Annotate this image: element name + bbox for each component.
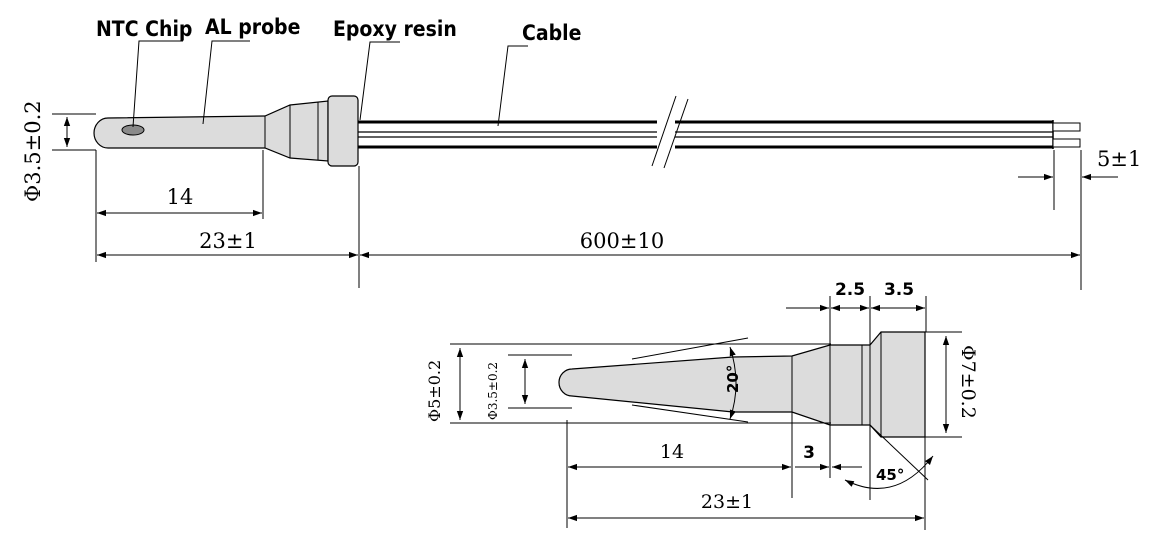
flange-diameter-dim: Φ7±0.2: [957, 345, 979, 419]
outer-diameter-dim: Φ5±0.2: [425, 360, 444, 422]
epoxy-resin-block: [327, 95, 359, 167]
length-23-dim: 23±1: [199, 229, 257, 253]
detail-length-14-dim: 14: [660, 441, 684, 463]
top-view: NTC Chip AL probe Epoxy resin Cable Φ3.5…: [21, 15, 1141, 290]
detail-probe-body: [558, 331, 926, 438]
length-14-dim: 14: [167, 185, 194, 209]
dim-3-5: 3.5: [884, 280, 914, 300]
dim-3: 3: [803, 443, 815, 463]
strip-length-dim: 5±1: [1097, 147, 1141, 171]
probe-diameter-dim: Φ3.5±0.2: [21, 100, 45, 202]
cable: [358, 95, 1081, 169]
detail-view: 20° Φ5±0.2 Φ3.5±0.2 Φ7±0.2 2.5 3.5 14: [425, 280, 979, 530]
detail-length-23-dim: 23±1: [701, 491, 753, 513]
inner-diameter-dim: Φ3.5±0.2: [486, 362, 500, 420]
cable-label: Cable: [522, 21, 581, 45]
angle-45-dim: 45°: [876, 466, 904, 484]
dim-2-5: 2.5: [835, 280, 865, 300]
epoxy-resin-label: Epoxy resin: [333, 17, 457, 41]
ntc-chip-label: NTC Chip: [96, 17, 192, 41]
al-probe-label: AL probe: [205, 15, 300, 39]
cable-length-dim: 600±10: [580, 229, 664, 253]
angle-20-dim: 20°: [724, 365, 742, 393]
